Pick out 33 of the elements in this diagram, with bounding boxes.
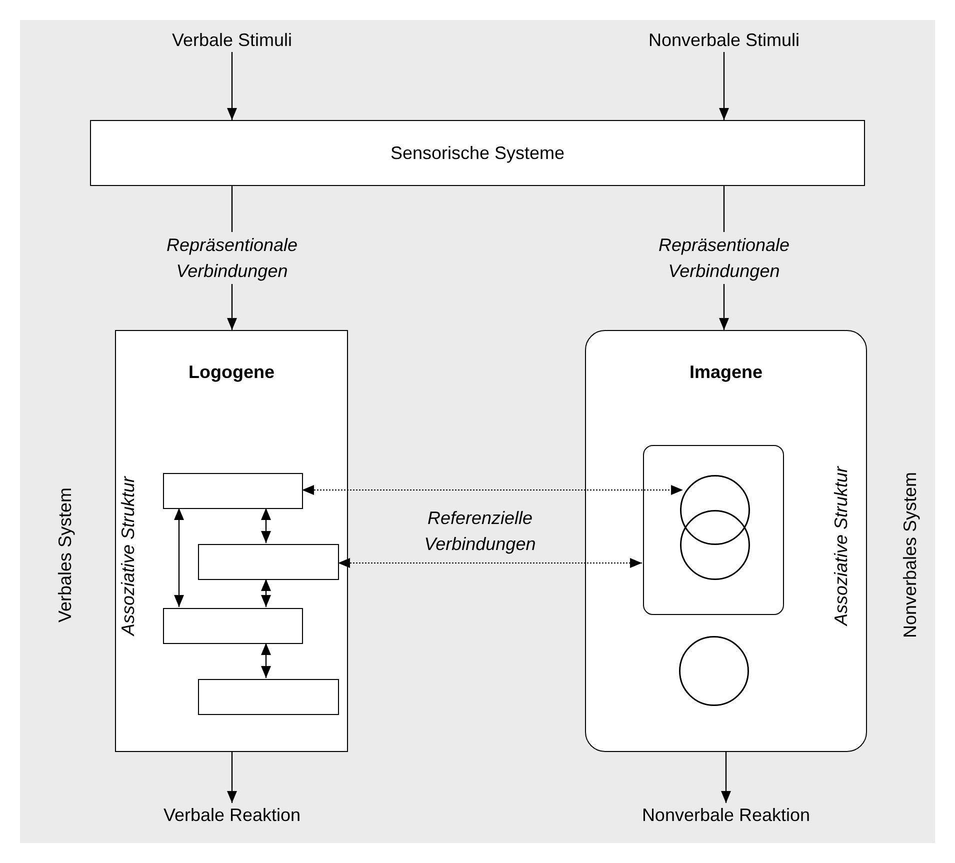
- connection-label: Referenzielle Verbindungen: [423, 507, 537, 556]
- system-box: [115, 330, 348, 752]
- system-label: Verbales System: [54, 487, 76, 623]
- rounded-box: [643, 445, 784, 615]
- process-box: [90, 120, 865, 186]
- box-label: Sensorische Systeme: [390, 142, 565, 165]
- arrow: [261, 643, 271, 678]
- circle: [680, 510, 750, 580]
- node-label: Verbale Stimuli: [172, 28, 292, 52]
- circle: [680, 475, 750, 545]
- process-box: [163, 608, 303, 644]
- arrow: [261, 508, 271, 543]
- structure-label: Assoziative Struktur: [830, 466, 852, 626]
- system-label: Nonverbales System: [899, 472, 921, 638]
- dotted-arrow: [338, 558, 642, 568]
- structure-label: Assoziative Struktur: [117, 476, 139, 636]
- heading: Imagene: [689, 362, 763, 382]
- arrow: [227, 52, 237, 120]
- arrow: [719, 52, 729, 120]
- node-label: Verbale Reaktion: [163, 804, 301, 826]
- dotted-arrow: [302, 485, 684, 495]
- node-label: Nonverbale Reaktion: [642, 804, 810, 826]
- process-box: [198, 544, 339, 580]
- arrow: [174, 508, 184, 607]
- system-box: [585, 330, 867, 752]
- node-label: Nonverbale Stimuli: [648, 28, 800, 52]
- arrow: [261, 579, 271, 607]
- process-box: [198, 679, 339, 715]
- circle: [679, 636, 749, 706]
- arrow: [227, 752, 237, 803]
- arrow: [721, 752, 731, 803]
- process-box: [163, 473, 303, 509]
- heading: Logogene: [188, 362, 274, 382]
